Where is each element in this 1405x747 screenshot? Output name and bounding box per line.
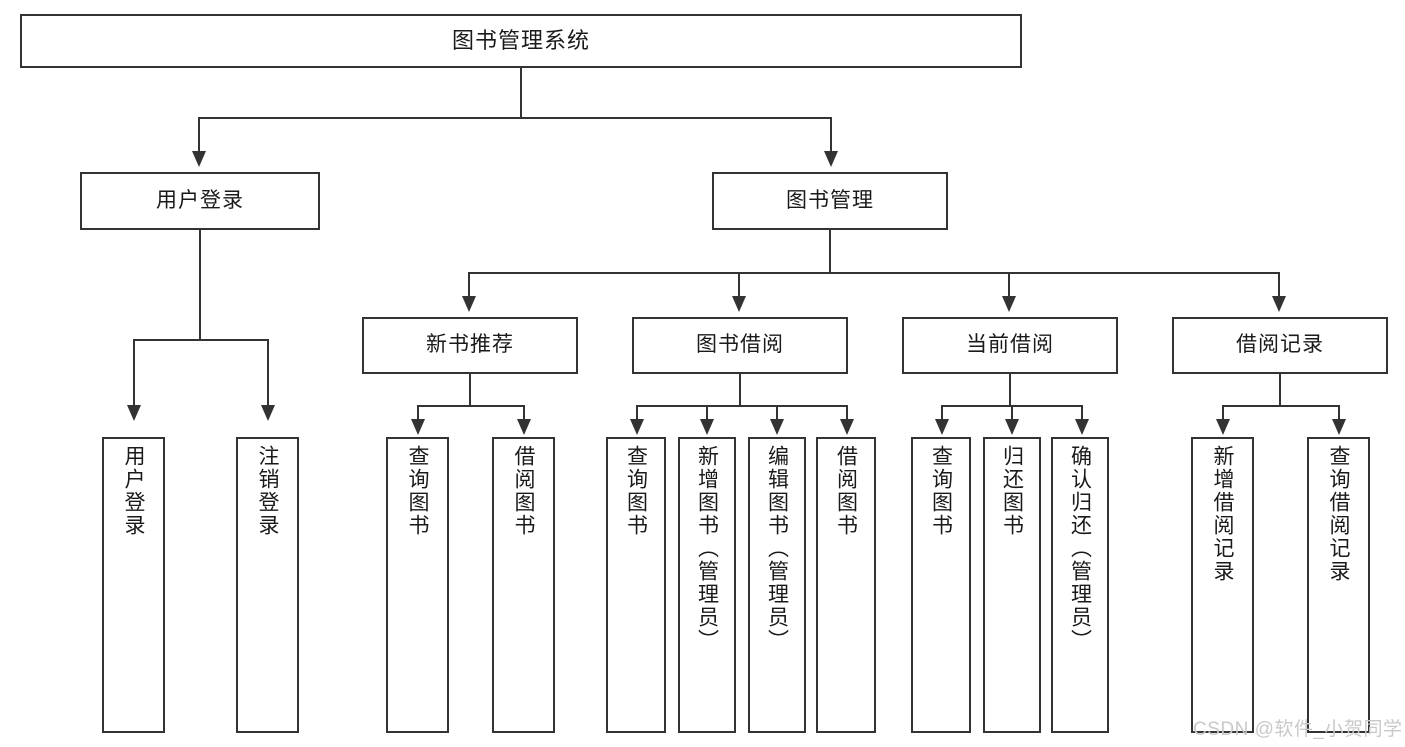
connector-root-bar: [198, 117, 832, 119]
leaf-borrow-query-book[interactable]: 查询图书: [606, 437, 666, 733]
connector-borrowrecord-to-leaf-2: [1338, 405, 1340, 421]
connector-bookmgmt-to-new: [468, 272, 470, 298]
connector-bookborrow-to-leaf-1: [636, 405, 638, 421]
connector-bookborrow-to-leaf-2: [706, 405, 708, 421]
connector-currentborrow-to-leaf-1: [941, 405, 943, 421]
arrowhead-bookborrow-leaf-2: [700, 419, 714, 435]
connector-bookmgmt-to-record: [1278, 272, 1280, 298]
connector-bookmgmt-stem: [829, 230, 831, 273]
node-label: 编辑图书（管理员）: [765, 445, 789, 652]
connector-currentborrow-to-leaf-2: [1011, 405, 1013, 421]
arrowhead-borrowrecord-leaf-2: [1332, 419, 1346, 435]
connector-login-bar: [133, 339, 267, 341]
leaf-borrow-add-book-admin[interactable]: 新增图书（管理员）: [678, 437, 736, 733]
connector-bookborrow-to-leaf-4: [846, 405, 848, 421]
arrowhead-newbook-leaf-2: [517, 419, 531, 435]
leaf-record-add-record[interactable]: 新增借阅记录: [1191, 437, 1254, 733]
node-label: 查询图书: [624, 445, 648, 537]
connector-bookmgmt-bar: [468, 272, 1280, 274]
connector-login-to-leaf-1: [133, 339, 135, 407]
node-label: 图书借阅: [696, 333, 784, 357]
connector-borrowrecord-stem: [1279, 374, 1281, 406]
connector-newbook-to-leaf-2: [523, 405, 525, 421]
arrowhead-currentborrow-leaf-3: [1075, 419, 1089, 435]
leaf-current-query-book[interactable]: 查询图书: [911, 437, 971, 733]
node-label: 借阅图书: [834, 445, 858, 537]
node-label: 查询借阅记录: [1327, 445, 1350, 583]
leaf-borrow-edit-book-admin[interactable]: 编辑图书（管理员）: [748, 437, 806, 733]
leaf-record-query-record[interactable]: 查询借阅记录: [1307, 437, 1370, 733]
node-user-login[interactable]: 用户登录: [80, 172, 320, 230]
connector-bookborrow-bar: [636, 405, 846, 407]
arrowhead-root-to-bookmgmt: [824, 151, 838, 167]
arrowhead-bookborrow-leaf-1: [630, 419, 644, 435]
arrowhead-borrowrecord-leaf-1: [1216, 419, 1230, 435]
connector-bookmgmt-to-current: [1008, 272, 1010, 298]
node-new-book-recommend[interactable]: 新书推荐: [362, 317, 578, 374]
connector-newbook-bar: [417, 405, 523, 407]
leaf-newbook-borrow-book[interactable]: 借阅图书: [492, 437, 555, 733]
node-label: 借阅记录: [1236, 333, 1324, 357]
leaf-current-confirm-return-admin[interactable]: 确认归还（管理员）: [1051, 437, 1109, 733]
node-label: 新增借阅记录: [1211, 445, 1234, 583]
node-current-borrow[interactable]: 当前借阅: [902, 317, 1118, 374]
connector-borrowrecord-to-leaf-1: [1222, 405, 1224, 421]
arrowhead-login-leaf-2: [261, 405, 275, 421]
connector-bookmgmt-to-borrow: [738, 272, 740, 298]
arrowhead-bookborrow-leaf-3: [770, 419, 784, 435]
node-label: 新书推荐: [426, 333, 514, 357]
node-label: 图书管理系统: [451, 28, 590, 54]
leaf-logout[interactable]: 注销登录: [236, 437, 299, 733]
connector-borrowrecord-bar: [1222, 405, 1338, 407]
connector-newbook-stem: [469, 374, 471, 406]
connector-bookborrow-to-leaf-3: [776, 405, 778, 421]
connector-currentborrow-to-leaf-3: [1081, 405, 1083, 421]
arrowhead-bookmgmt-record: [1272, 296, 1286, 312]
node-borrow-record[interactable]: 借阅记录: [1172, 317, 1388, 374]
leaf-borrow-borrow-book[interactable]: 借阅图书: [816, 437, 876, 733]
arrowhead-login-leaf-1: [127, 405, 141, 421]
connector-bookborrow-stem: [739, 374, 741, 406]
node-label: 新增图书（管理员）: [695, 445, 719, 652]
arrowhead-bookmgmt-current: [1002, 296, 1016, 312]
node-root-system[interactable]: 图书管理系统: [20, 14, 1022, 68]
arrowhead-newbook-leaf-1: [411, 419, 425, 435]
node-book-borrow[interactable]: 图书借阅: [632, 317, 848, 374]
arrowhead-currentborrow-leaf-1: [935, 419, 949, 435]
connector-currentborrow-stem: [1009, 374, 1011, 406]
node-label: 用户登录: [156, 188, 244, 212]
node-label: 注销登录: [256, 445, 279, 537]
arrowhead-currentborrow-leaf-2: [1005, 419, 1019, 435]
node-label: 用户登录: [122, 445, 145, 537]
arrowhead-bookborrow-leaf-4: [840, 419, 854, 435]
leaf-user-login[interactable]: 用户登录: [102, 437, 165, 733]
node-label: 归还图书: [1000, 445, 1024, 537]
connector-root-to-bookmgmt: [830, 117, 832, 153]
arrowhead-bookmgmt-new: [462, 296, 476, 312]
node-label: 查询图书: [929, 445, 953, 537]
node-label: 查询图书: [406, 445, 429, 537]
node-book-management[interactable]: 图书管理: [712, 172, 948, 230]
arrowhead-root-to-login: [192, 151, 206, 167]
node-label: 确认归还（管理员）: [1068, 445, 1092, 652]
node-label: 图书管理: [786, 188, 874, 212]
connector-root-to-login: [198, 117, 200, 153]
connector-newbook-to-leaf-1: [417, 405, 419, 421]
connector-root-stem: [520, 68, 522, 118]
leaf-current-return-book[interactable]: 归还图书: [983, 437, 1041, 733]
connector-login-stem: [199, 230, 201, 340]
node-label: 当前借阅: [966, 333, 1054, 357]
node-label: 借阅图书: [512, 445, 535, 537]
connector-login-to-leaf-2: [267, 339, 269, 407]
arrowhead-bookmgmt-borrow: [732, 296, 746, 312]
leaf-newbook-query-book[interactable]: 查询图书: [386, 437, 449, 733]
